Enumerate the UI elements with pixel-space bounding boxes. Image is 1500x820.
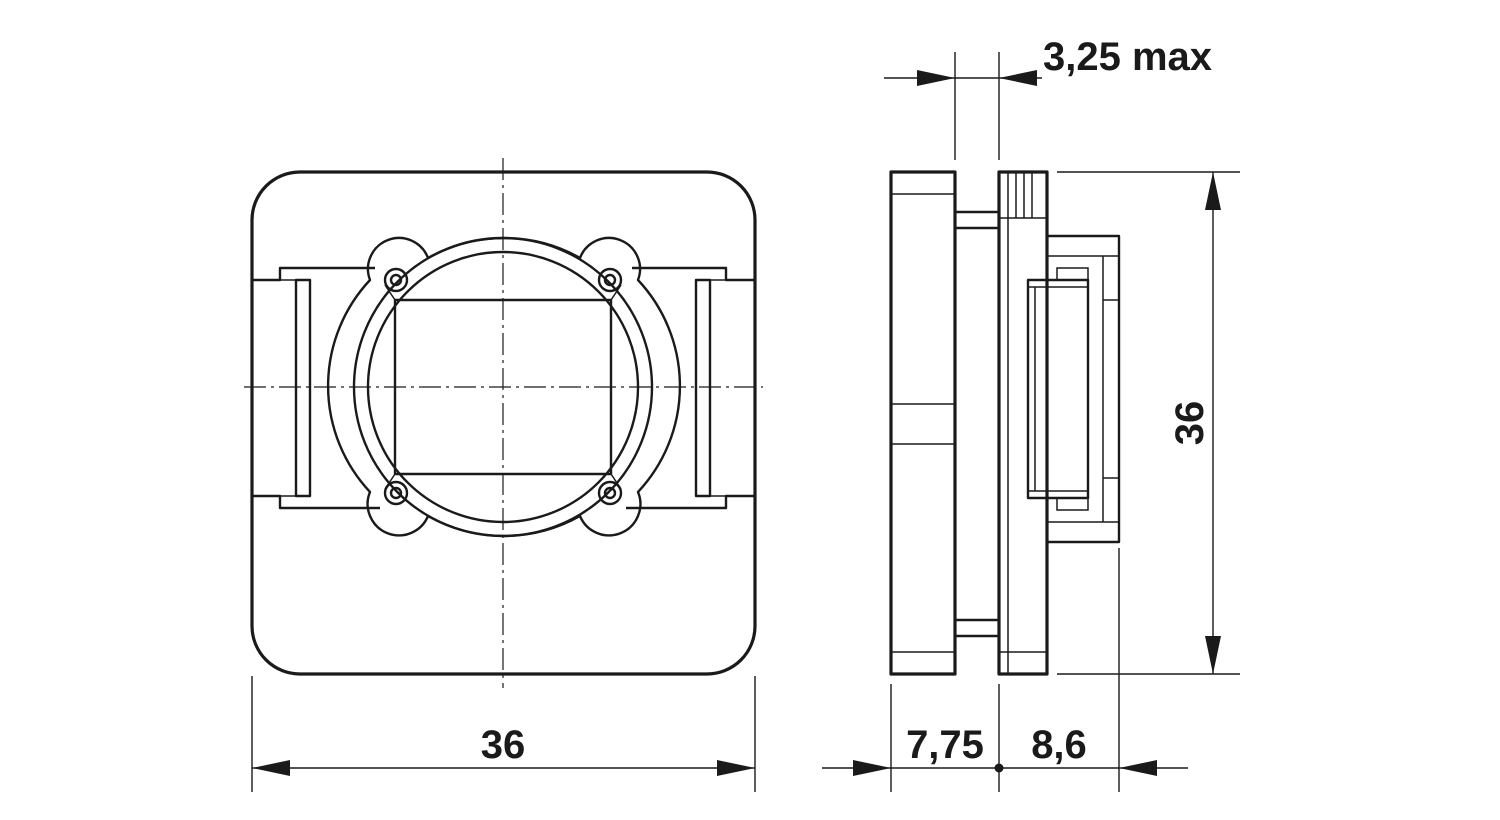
front-view bbox=[244, 158, 763, 688]
front-screw-holes bbox=[383, 267, 623, 506]
side-height-dimension: 36 bbox=[1057, 171, 1240, 675]
side-latch-clip bbox=[1026, 278, 1090, 500]
dimension-gap-max: 3,25 max bbox=[1043, 35, 1212, 79]
gap-max-dimension: 3,25 max bbox=[884, 35, 1212, 160]
dimension-front-width: 36 bbox=[481, 723, 526, 767]
dimension-side-height: 36 bbox=[1168, 401, 1212, 446]
side-rear-plate bbox=[997, 170, 1049, 676]
side-view bbox=[889, 170, 1121, 676]
side-rear-body bbox=[1047, 234, 1121, 544]
front-left-latch bbox=[252, 266, 380, 510]
side-front-plate bbox=[889, 170, 957, 676]
front-width-dimension: 36 bbox=[251, 676, 756, 792]
depth-dimensions: 7,75 8,6 bbox=[822, 548, 1188, 792]
dimension-rear-depth: 8,6 bbox=[1031, 723, 1087, 767]
dimension-panel-thickness: 7,75 bbox=[906, 723, 984, 767]
front-right-latch bbox=[626, 266, 755, 510]
